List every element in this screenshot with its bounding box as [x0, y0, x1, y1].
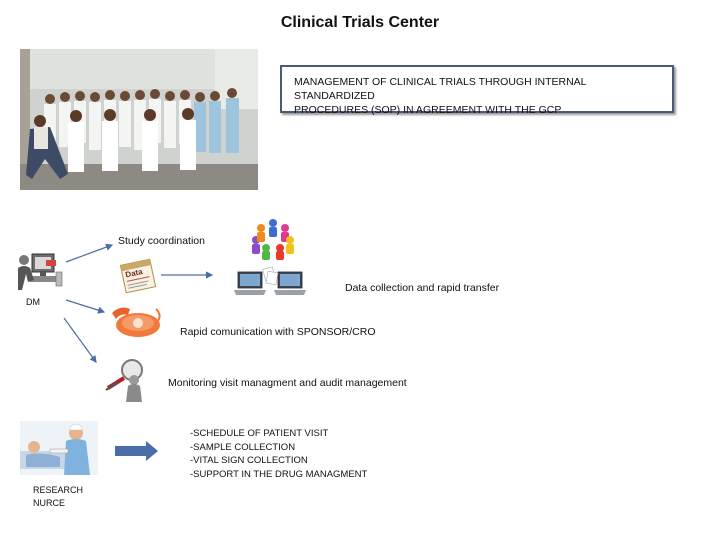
people-circle-icon	[250, 218, 296, 260]
study-coordination-label: Study coordination	[118, 235, 205, 247]
dm-label: DM	[26, 297, 40, 307]
sop-callout-box: MANAGEMENT OF CLINICAL TRIALS THROUGH IN…	[280, 65, 674, 116]
arrow-nurse-to-tasks	[115, 441, 158, 461]
callout-line-2: PROCEDURES (SOP) IN AGREEMENT WITH THE G…	[294, 104, 562, 116]
data-sheet-text: Data	[125, 267, 144, 280]
magnifier-person-icon	[102, 358, 162, 404]
monitoring-label: Monitoring visit managment and audit man…	[168, 377, 407, 389]
callout-line-1: MANAGEMENT OF CLINICAL TRIALS THROUGH IN…	[294, 76, 587, 102]
arrow-dm-to-phone	[65, 299, 106, 314]
team-photo	[20, 49, 258, 190]
arrow-dm-to-monitoring	[63, 317, 97, 363]
page-title: Clinical Trials Center	[280, 14, 440, 31]
data-sheet-icon: Data	[117, 258, 159, 294]
arrow-dm-to-study	[65, 243, 114, 263]
nurse-task-item: -SUPPORT IN THE DRUG MANAGMENT	[190, 468, 368, 480]
nurse-task-list: -SCHEDULE OF PATIENT VISIT -SAMPLE COLLE…	[190, 427, 367, 481]
nurse-task-item: -SAMPLE COLLECTION	[190, 441, 296, 453]
nurse-task-item: -SCHEDULE OF PATIENT VISIT	[190, 428, 329, 439]
laptops-transfer-icon	[234, 266, 306, 300]
nurse-patient-icon	[20, 421, 98, 475]
research-nurse-label-line-1: RESEARCH	[33, 485, 84, 495]
research-nurse-label: RESEARCH NURCE	[33, 484, 83, 510]
nurse-task-item: -VITAL SIGN COLLECTION	[190, 455, 308, 466]
rapid-communication-label: Rapid comunication with SPONSOR/CRO	[180, 326, 376, 338]
computer-user-icon	[16, 250, 66, 294]
telephone-icon	[108, 303, 162, 339]
research-nurse-label-line-2: NURCE	[33, 498, 66, 508]
data-collection-label: Data collection and rapid transfer	[345, 282, 500, 294]
